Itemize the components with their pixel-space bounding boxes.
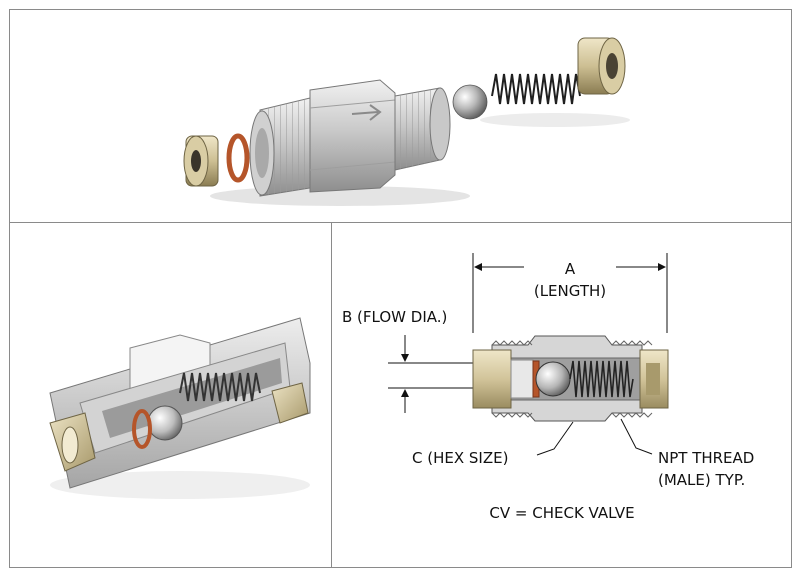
cutaway-spring [179, 372, 261, 402]
c-leader [536, 421, 574, 456]
left-brass-seat [183, 135, 219, 187]
right-brass-cap [577, 37, 626, 95]
section-ball [535, 361, 571, 397]
dim-a-sublabel: (LENGTH) [534, 282, 606, 300]
dim-b-label: B (FLOW DIA.) [342, 308, 447, 326]
flow-arrow-icon [351, 104, 382, 121]
dimension-drawing-panel: A (LENGTH) B (FLOW DIA.) [331, 222, 792, 568]
exploded-view-panel [9, 9, 792, 223]
hex-section [129, 334, 211, 394]
cutaway-view-panel [9, 222, 332, 568]
dim-c-label: C (HEX SIZE) [412, 449, 508, 467]
cutaway-brass-right [271, 382, 309, 424]
check-ball [452, 84, 488, 120]
spring-shadow [480, 113, 630, 127]
cutaway-body [49, 317, 311, 489]
dimension-drawing: A (LENGTH) B (FLOW DIA.) [342, 253, 754, 522]
cutaway-illustration [49, 317, 311, 499]
spring [491, 73, 581, 105]
dim-a-label: A [565, 260, 576, 278]
cutaway-brass-left [49, 412, 96, 472]
npt-label-line2: (MALE) TYP. [658, 471, 745, 489]
section-spring [569, 360, 634, 398]
npt-leader [620, 418, 653, 455]
cutaway-o-ring [132, 409, 152, 449]
npt-label-line1: NPT THREAD [658, 449, 754, 467]
cutaway-ball [147, 405, 183, 441]
valve-section [472, 335, 669, 422]
check-valve-body [249, 79, 451, 197]
legend-check-valve: CV = CHECK VALVE [489, 504, 634, 522]
o-ring [226, 133, 250, 183]
exploded-view-illustration [183, 37, 630, 206]
